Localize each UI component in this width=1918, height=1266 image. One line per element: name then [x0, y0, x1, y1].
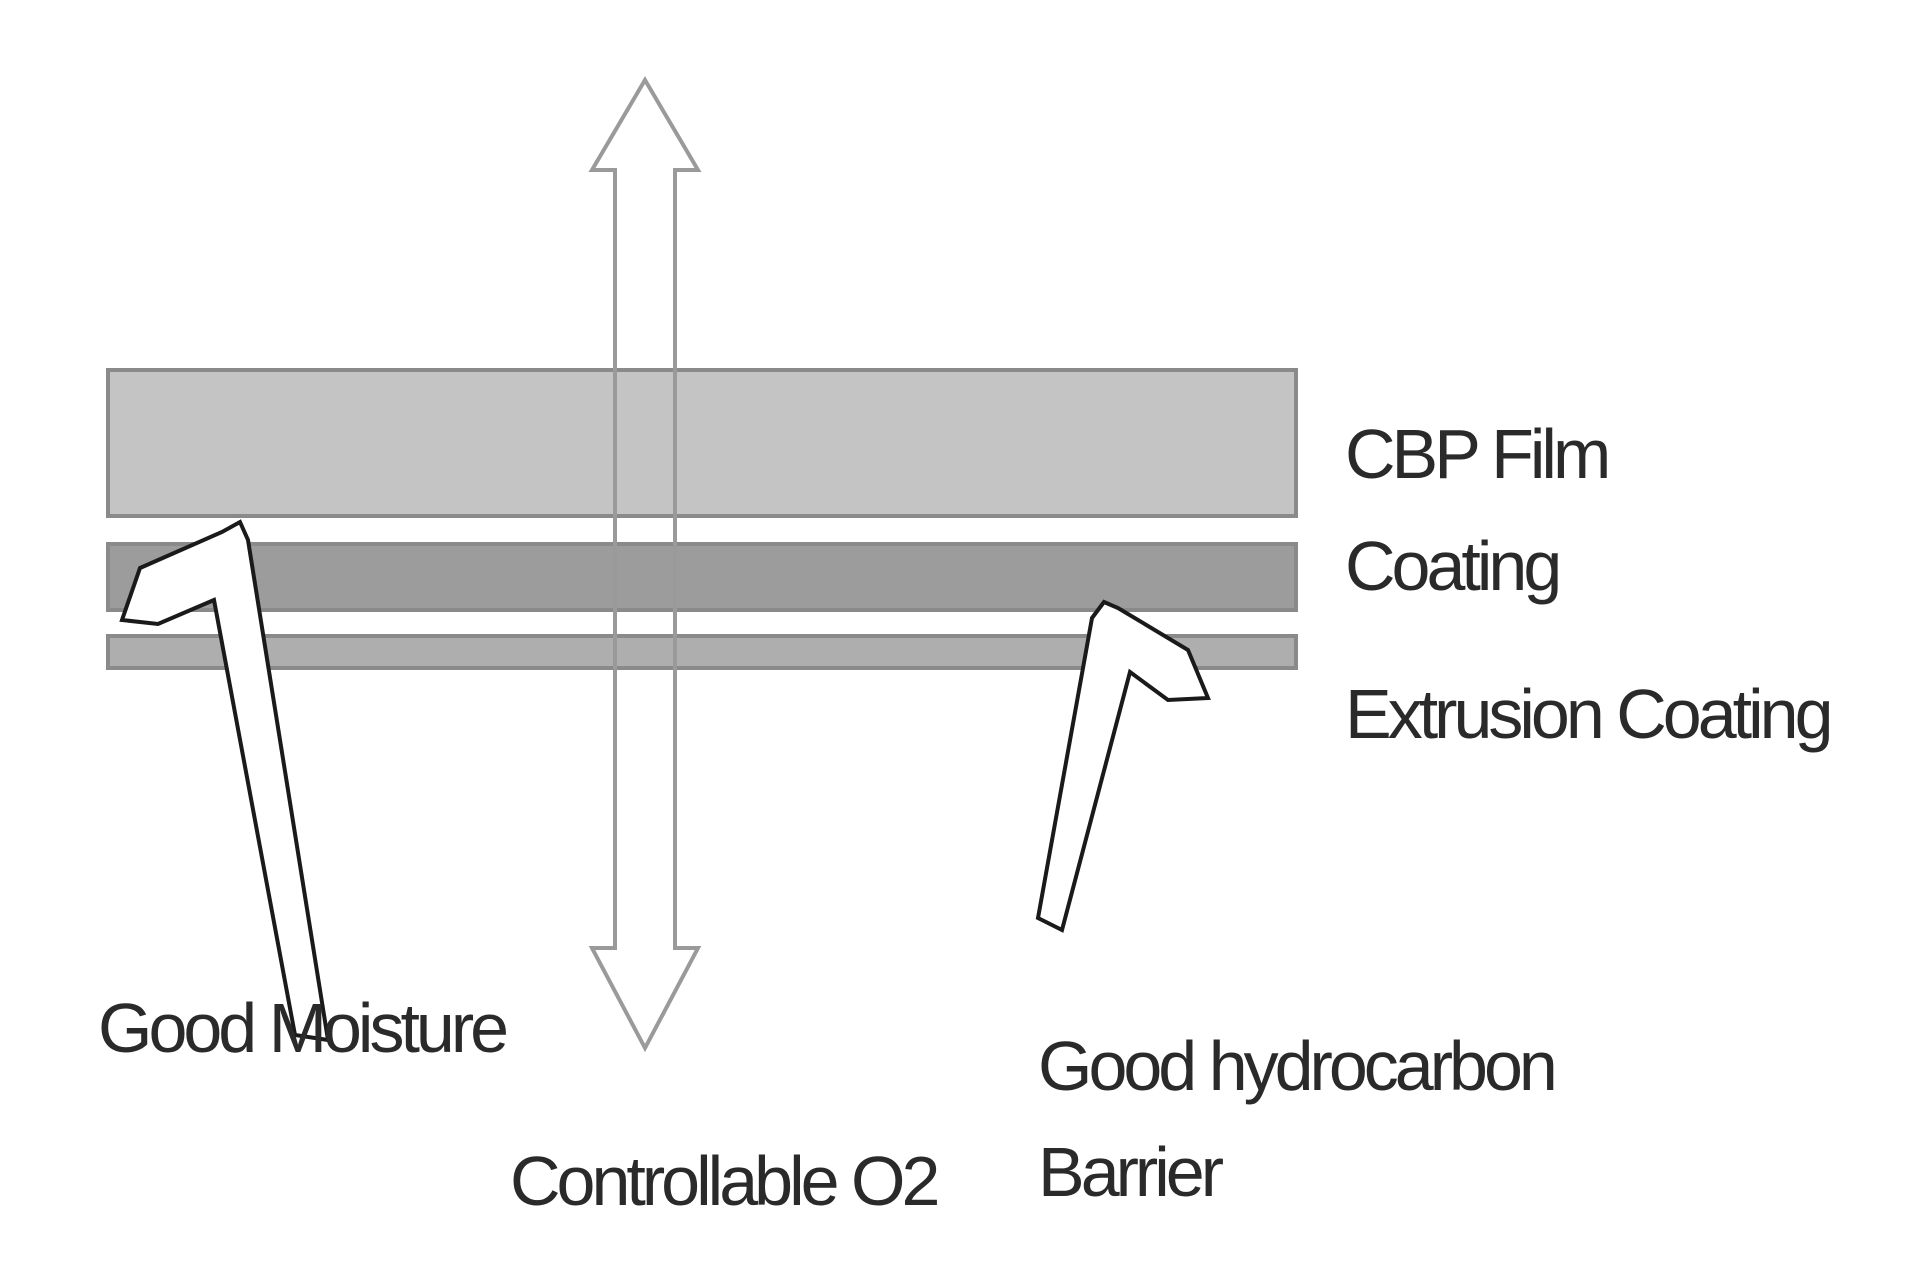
coating-layer	[108, 544, 1296, 610]
cbp-film-label: CBP Film	[1345, 415, 1607, 493]
oxygen-label: Controllable O2	[510, 1142, 937, 1220]
extrusion-coating-label: Extrusion Coating	[1345, 675, 1830, 753]
coating-label: Coating	[1345, 527, 1558, 605]
hydrocarbon-label-line2: Barrier	[1038, 1133, 1224, 1211]
hydrocarbon-label-line1: Good hydrocarbon	[1038, 1027, 1554, 1105]
cbp-film-layer	[108, 370, 1296, 516]
moisture-label: Good Moisture	[98, 989, 506, 1067]
